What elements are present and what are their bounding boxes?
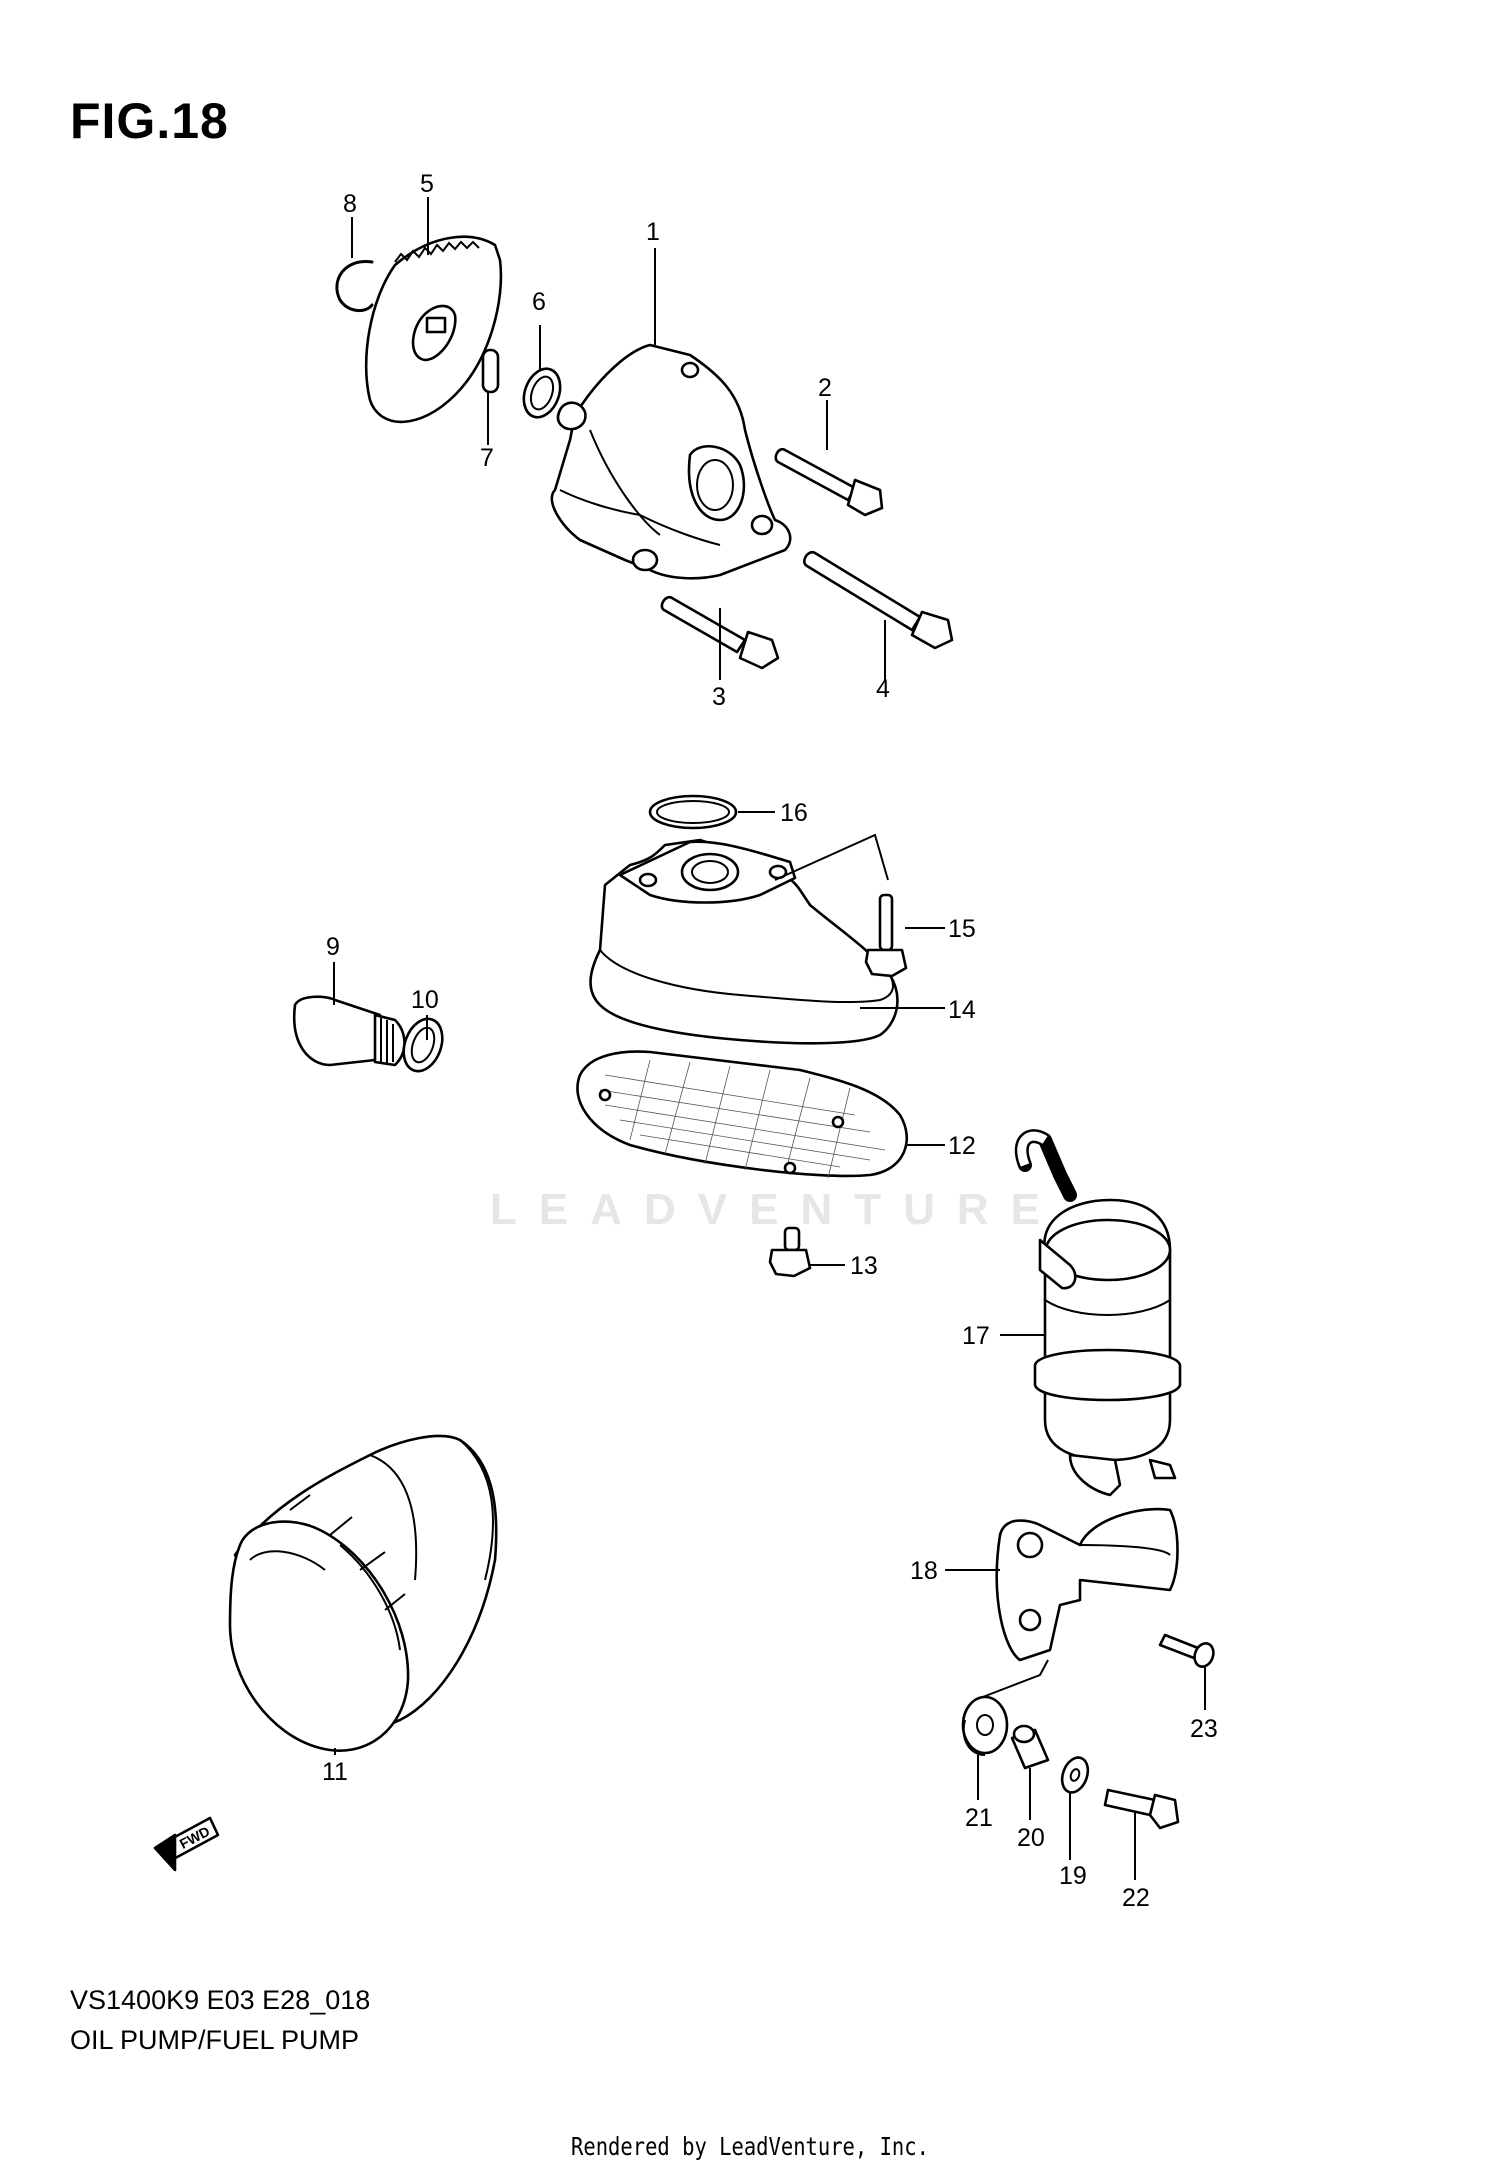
part-21-grommet[interactable] [961, 1695, 1009, 1756]
part-19-washer[interactable] [1058, 1754, 1093, 1796]
diagram-name: OIL PUMP/FUEL PUMP [70, 2025, 360, 2055]
part-15-bolt[interactable] [864, 893, 908, 978]
callout-2: 2 [818, 374, 832, 402]
part-16-o-ring[interactable] [648, 794, 738, 830]
part-10-gasket[interactable] [397, 1013, 449, 1076]
footer-credit: Rendered by LeadVenture, Inc. [571, 2132, 929, 2161]
part-12-strainer-screen[interactable] [576, 1050, 909, 1179]
part-17-fuel-pump[interactable] [1014, 1129, 1182, 1497]
part-9-relief-valve[interactable] [292, 995, 406, 1067]
callout-23: 23 [1190, 1715, 1218, 1743]
callout-5: 5 [420, 170, 434, 198]
callout-6: 6 [532, 288, 546, 316]
part-8-circlip[interactable] [335, 260, 374, 313]
part-7-pin[interactable] [481, 348, 500, 394]
callout-10: 10 [411, 986, 439, 1014]
part-13-bolt[interactable] [768, 1226, 812, 1278]
figure-title: FIG.18 [70, 93, 229, 149]
part-14-oil-strainer[interactable] [589, 838, 899, 1045]
callout-17: 17 [962, 1322, 990, 1350]
part-11-oil-filter[interactable] [228, 1434, 498, 1752]
part-6-o-ring[interactable] [517, 364, 566, 423]
watermark: LEADVENTURE [490, 1185, 1063, 1234]
callout-14: 14 [948, 996, 976, 1024]
callout-13: 13 [850, 1252, 878, 1280]
fwd-arrow-icon: FWD [153, 1816, 220, 1872]
callout-11: 11 [322, 1758, 348, 1786]
part-2-bolt[interactable] [774, 447, 884, 517]
callout-3: 3 [712, 683, 726, 711]
callout-1: 1 [646, 218, 660, 246]
callout-9: 9 [326, 933, 340, 961]
part-22-bolt[interactable] [1103, 1788, 1180, 1830]
part-3-bolt[interactable] [660, 595, 780, 670]
model-code: VS1400K9 E03 E28_018 [70, 1985, 371, 2015]
callout-21: 21 [965, 1804, 993, 1832]
callout-22: 22 [1122, 1884, 1150, 1912]
callout-8: 8 [343, 190, 357, 218]
part-23-screw[interactable] [1158, 1633, 1217, 1669]
callout-19: 19 [1059, 1862, 1087, 1890]
callout-12: 12 [948, 1132, 976, 1160]
callout-16: 16 [780, 799, 808, 827]
part-4-bolt[interactable] [803, 550, 954, 650]
part-1-oil-pump[interactable] [550, 343, 792, 580]
callout-20: 20 [1017, 1824, 1045, 1852]
part-20-collar[interactable] [1010, 1724, 1050, 1770]
callout-7: 7 [480, 444, 494, 472]
callout-15: 15 [948, 915, 976, 943]
part-5-gear[interactable] [364, 235, 503, 424]
callout-4: 4 [876, 675, 890, 703]
callout-18: 18 [910, 1557, 938, 1585]
part-18-bracket[interactable] [995, 1507, 1179, 1662]
